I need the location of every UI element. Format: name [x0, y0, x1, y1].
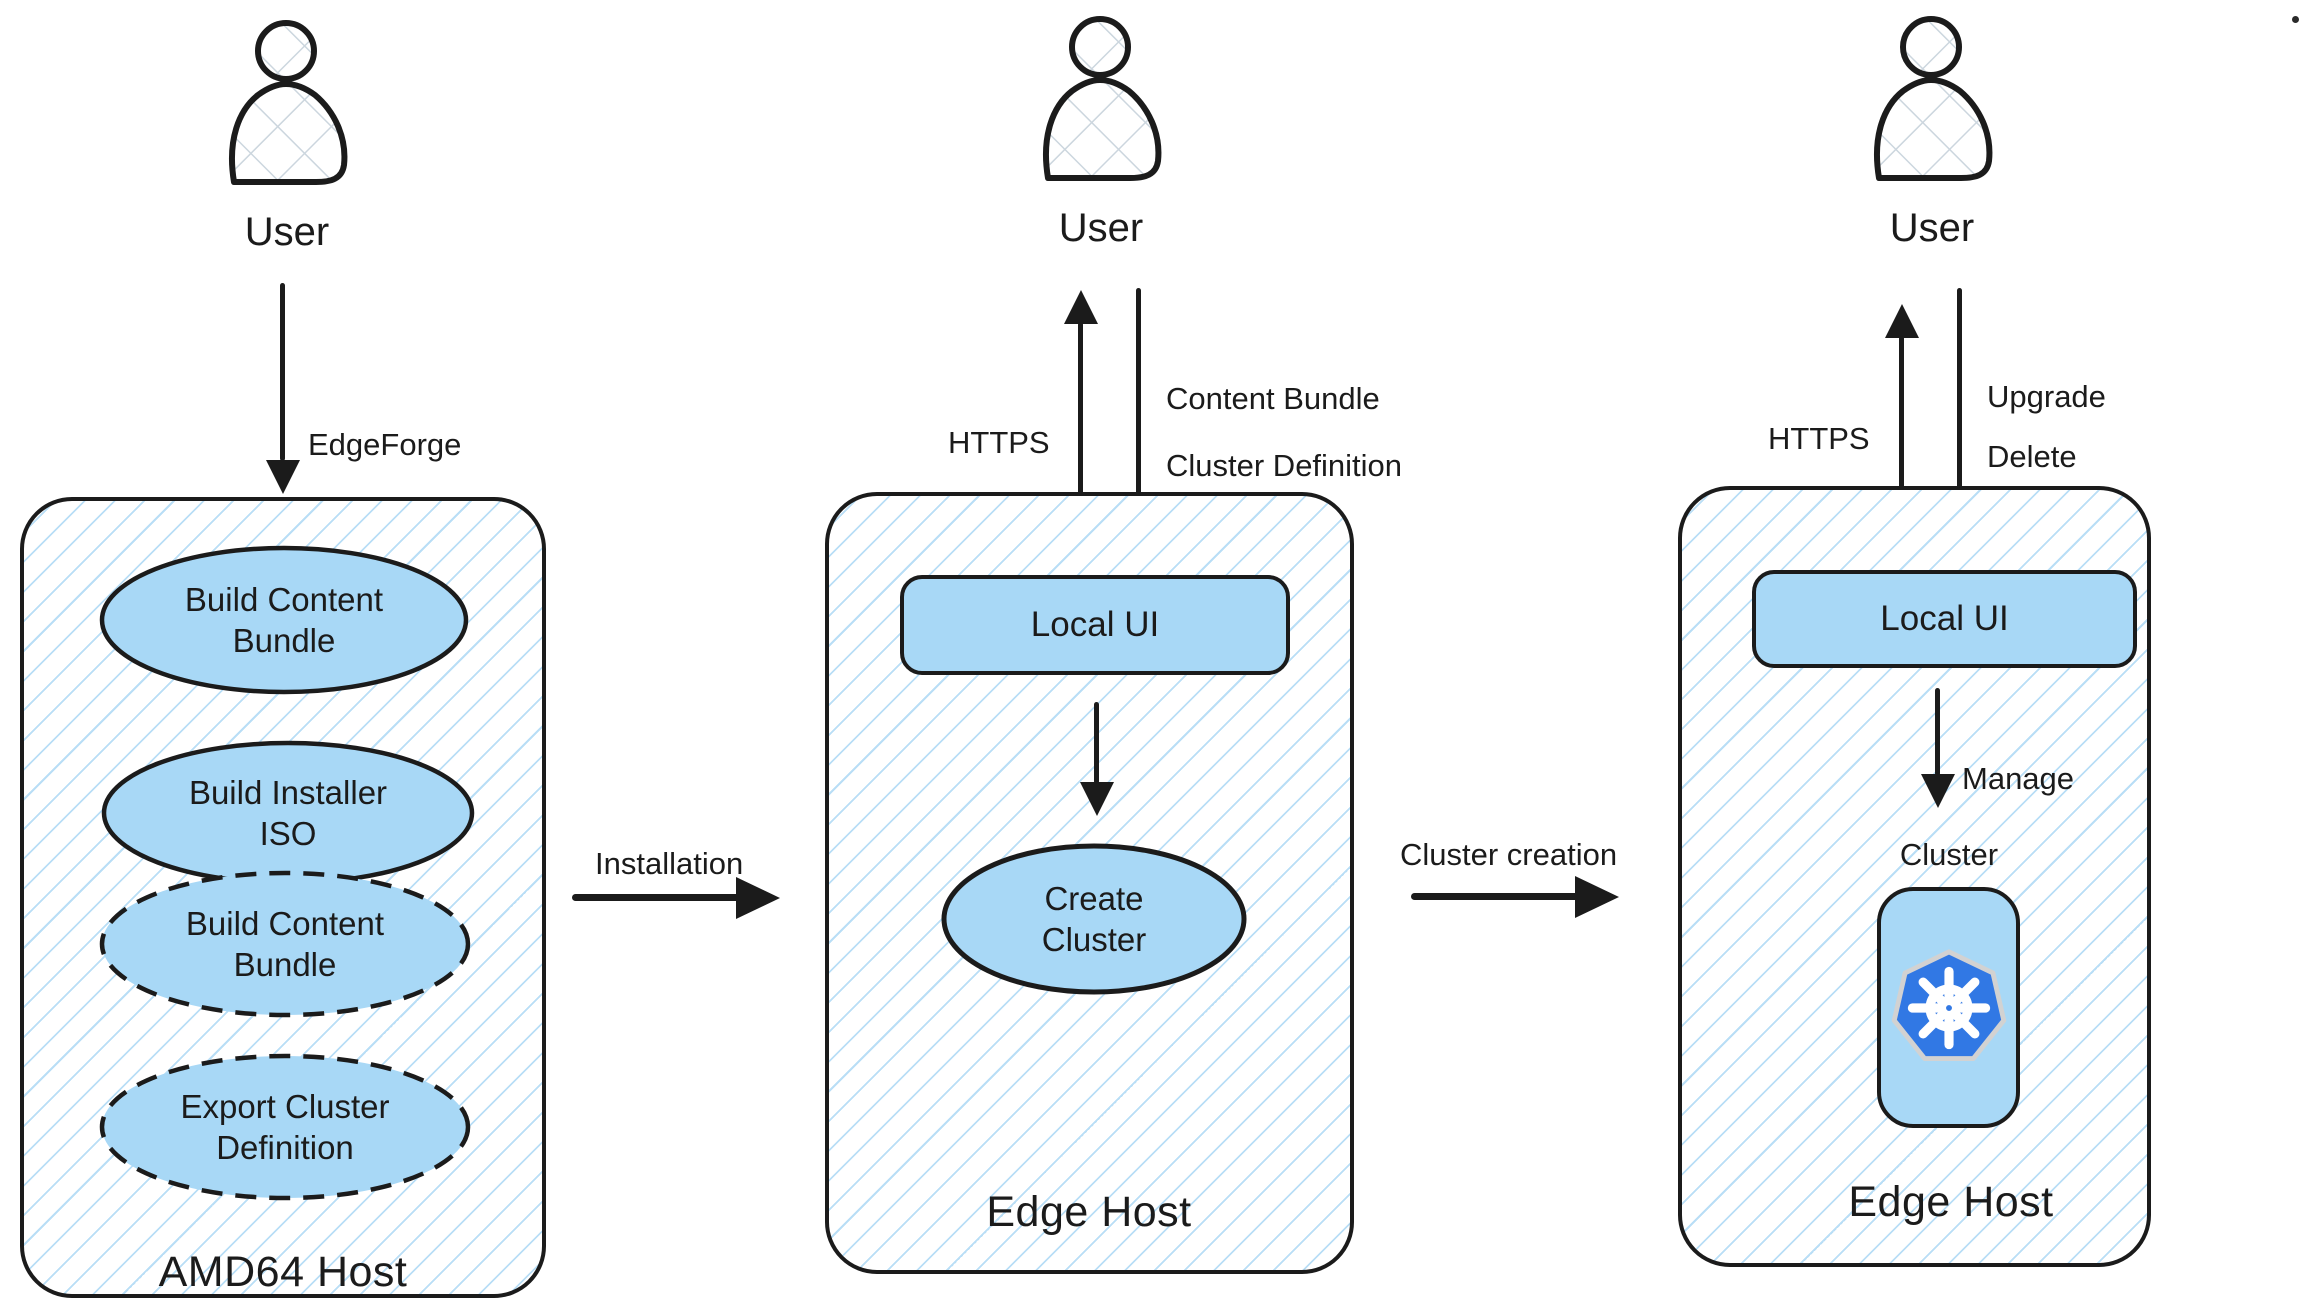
manage-label: Manage — [1962, 761, 2075, 796]
upgrade-delete-down-arrow — [1957, 288, 1962, 526]
manage-arrowhead — [1921, 774, 1955, 808]
manage-arrow — [1935, 688, 1940, 776]
localui-to-createcluster-arrow — [1094, 702, 1099, 784]
content-bundle-label: Content Bundle — [1166, 381, 1380, 416]
https-up-arrow — [1899, 336, 1904, 551]
cluster-definition-label: Cluster Definition — [1166, 448, 1403, 483]
kubernetes-logo-icon — [1891, 948, 2006, 1061]
amd64-host-title: AMD64 Host — [158, 1248, 408, 1296]
stray-dot — [2292, 16, 2299, 23]
https-up-arrowhead — [1885, 304, 1919, 338]
edge-host-title: Edge Host — [1848, 1178, 2054, 1226]
local-ui-label: Local UI — [1880, 599, 2009, 638]
upgrade-label: Upgrade — [1987, 379, 2106, 414]
local-ui-box: Local UI — [900, 575, 1290, 675]
edge-host-title: Edge Host — [986, 1188, 1192, 1236]
installation-arrowhead — [736, 877, 780, 919]
local-ui-box: Local UI — [1752, 570, 2137, 668]
cluster-k8s-node — [1877, 887, 2020, 1128]
https-label: HTTPS — [948, 425, 1050, 460]
https-up-arrowhead — [1064, 290, 1098, 324]
https-label: HTTPS — [1768, 421, 1870, 456]
cluster-label: Cluster — [1899, 837, 1999, 872]
installation-arrow — [572, 894, 740, 901]
cluster-creation-label: Cluster creation — [1400, 837, 1618, 872]
edgeforge-arrow-label: EdgeForge — [308, 427, 462, 462]
cluster-creation-arrowhead — [1575, 876, 1619, 918]
localui-to-createcluster-arrowhead — [1080, 782, 1114, 816]
cluster-creation-arrow — [1411, 893, 1579, 900]
content-bundle-down-arrow — [1136, 288, 1141, 526]
user-icon — [228, 20, 348, 185]
edgeforge-arrowhead — [266, 460, 300, 494]
user-icon — [1042, 16, 1162, 181]
https-up-arrow — [1078, 322, 1083, 550]
user-label: User — [1058, 206, 1144, 250]
user-label: User — [244, 210, 330, 254]
installation-label: Installation — [595, 846, 744, 881]
delete-label: Delete — [1987, 439, 2077, 474]
user-label: User — [1889, 206, 1975, 250]
local-ui-label: Local UI — [1030, 605, 1160, 644]
user-icon — [1873, 16, 1993, 181]
edgeforge-arrow — [280, 283, 285, 461]
